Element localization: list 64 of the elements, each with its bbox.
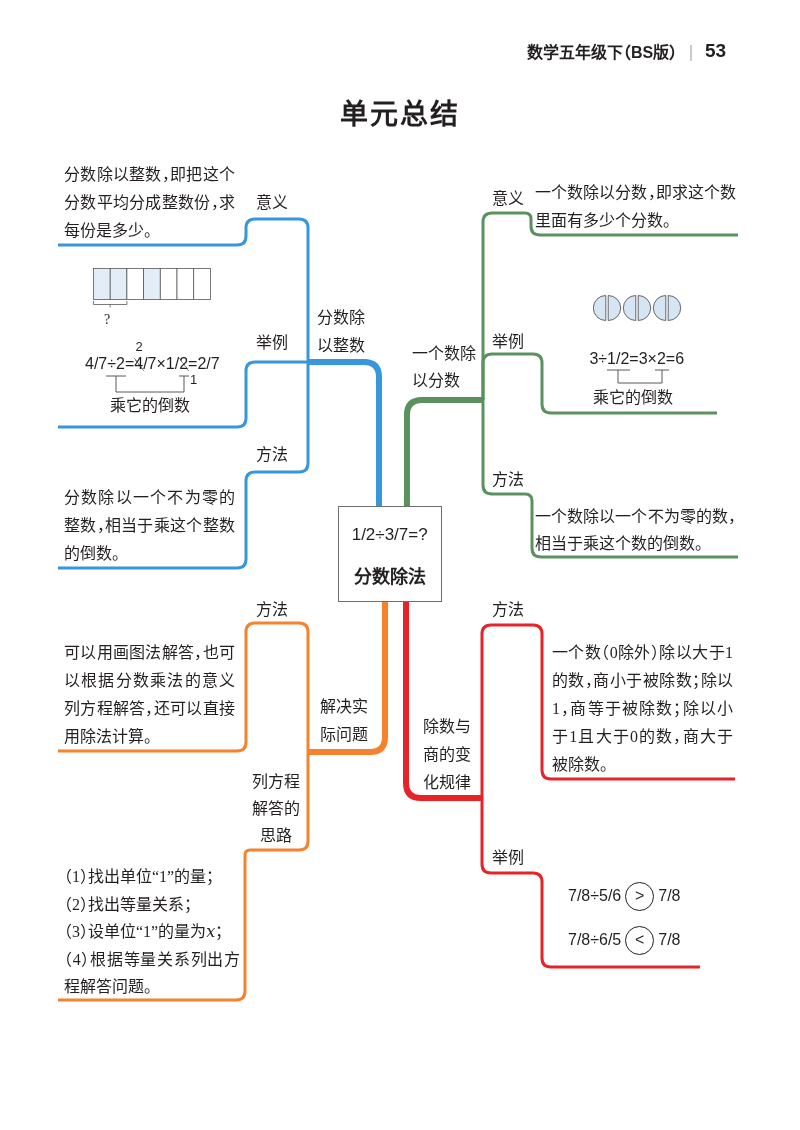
equation: 4/7÷2=4/7×1/2=2/7	[85, 355, 220, 373]
topic-title: 分数除法	[353, 566, 426, 588]
equation: 3÷1/2=3×2=6	[589, 350, 685, 368]
branch-line	[523, 492, 738, 559]
branch-line	[256, 360, 308, 364]
branch-text: 可以用画图法解答，也可以根据分数乘法的意义列方程解答，还可以直接用除法计算。	[64, 643, 235, 747]
branch-line	[58, 621, 257, 753]
branch-line	[481, 352, 525, 400]
branch-label: 方法	[256, 600, 288, 620]
branch-label: 意义	[492, 189, 524, 209]
branch-topic: 一个数除以分数	[412, 344, 477, 391]
branch-line	[480, 798, 525, 875]
fraction: 7/8	[658, 887, 681, 905]
branch-line	[308, 359, 382, 506]
bracket-label: 乘它的倒数	[593, 388, 673, 408]
branch-label: 举例	[256, 333, 288, 353]
branch-text: 一个数除以分数，即求这个数里面有多少个分数。	[535, 183, 736, 231]
list-item: （1）找出单位“1”的量；	[64, 867, 216, 887]
branch-line	[256, 621, 310, 752]
branch-line	[308, 602, 388, 755]
bracket-label: 乘它的倒数	[110, 396, 190, 416]
branch-text: 一个数（0除外）除以大于1的数，商小于被除数；除以1，商等于被除数；除以小于1且大于0的数，商大于被除数。	[552, 643, 733, 775]
running-header: 数学五年级下（BS版）	[527, 43, 678, 63]
branch-line	[250, 752, 310, 852]
branch-line	[58, 360, 257, 429]
branch-text: 一个数除以一个不为零的数，相当于乘这个数的倒数。	[535, 507, 736, 554]
fraction: 7/8	[658, 931, 681, 949]
branch-topic: 列方程解答的思路	[251, 772, 301, 846]
branch-topic: 除数与商的变化规律	[423, 717, 472, 793]
branch-line	[58, 848, 252, 1002]
cancel-note: 2	[135, 340, 143, 354]
branch-line	[256, 217, 310, 362]
branch-line	[403, 397, 483, 506]
branch-line	[480, 623, 525, 798]
page-number: 53	[705, 40, 727, 62]
branch-text: 分数除以整数，即把这个分数平均分成整数份，求每份是多少。	[64, 165, 235, 241]
branch-label: 方法	[492, 600, 524, 620]
branch-line	[525, 623, 735, 781]
list-item: （2）找出等量关系；	[64, 894, 193, 915]
branch-line	[525, 352, 717, 415]
branch-text: 分数除以一个不为零的整数，相当于乘这个整数的倒数。	[64, 488, 235, 564]
expression: 7/8÷6/5	[568, 931, 622, 949]
branch-line	[256, 362, 310, 474]
branch-label: 举例	[492, 848, 524, 868]
question-mark: ?	[104, 312, 111, 328]
branch-line	[58, 217, 257, 247]
cancel-note: 1	[190, 373, 198, 387]
branch-topic: 分数除以整数	[317, 308, 366, 356]
equation: 1/2÷3/7=?	[351, 524, 428, 546]
list-item: （3）设单位“1”的量为𝑥；	[64, 922, 225, 942]
branch-line	[481, 400, 525, 496]
branch-line	[403, 602, 482, 801]
page-title: 单元总结	[340, 98, 460, 132]
branch-label: 方法	[492, 470, 524, 490]
branch-line	[58, 470, 257, 570]
topic-box	[338, 506, 442, 602]
branch-label: 方法	[256, 445, 288, 465]
branch-line	[525, 871, 700, 969]
branch-topic: 解决实际问题	[320, 697, 369, 745]
branch-label: 意义	[256, 193, 288, 213]
branch-label: 举例	[492, 332, 524, 352]
expression: 7/8÷5/6	[568, 887, 622, 905]
branch-line	[523, 211, 738, 237]
list-item: （4）根据等量关系列出方程解答问题。	[64, 949, 240, 997]
